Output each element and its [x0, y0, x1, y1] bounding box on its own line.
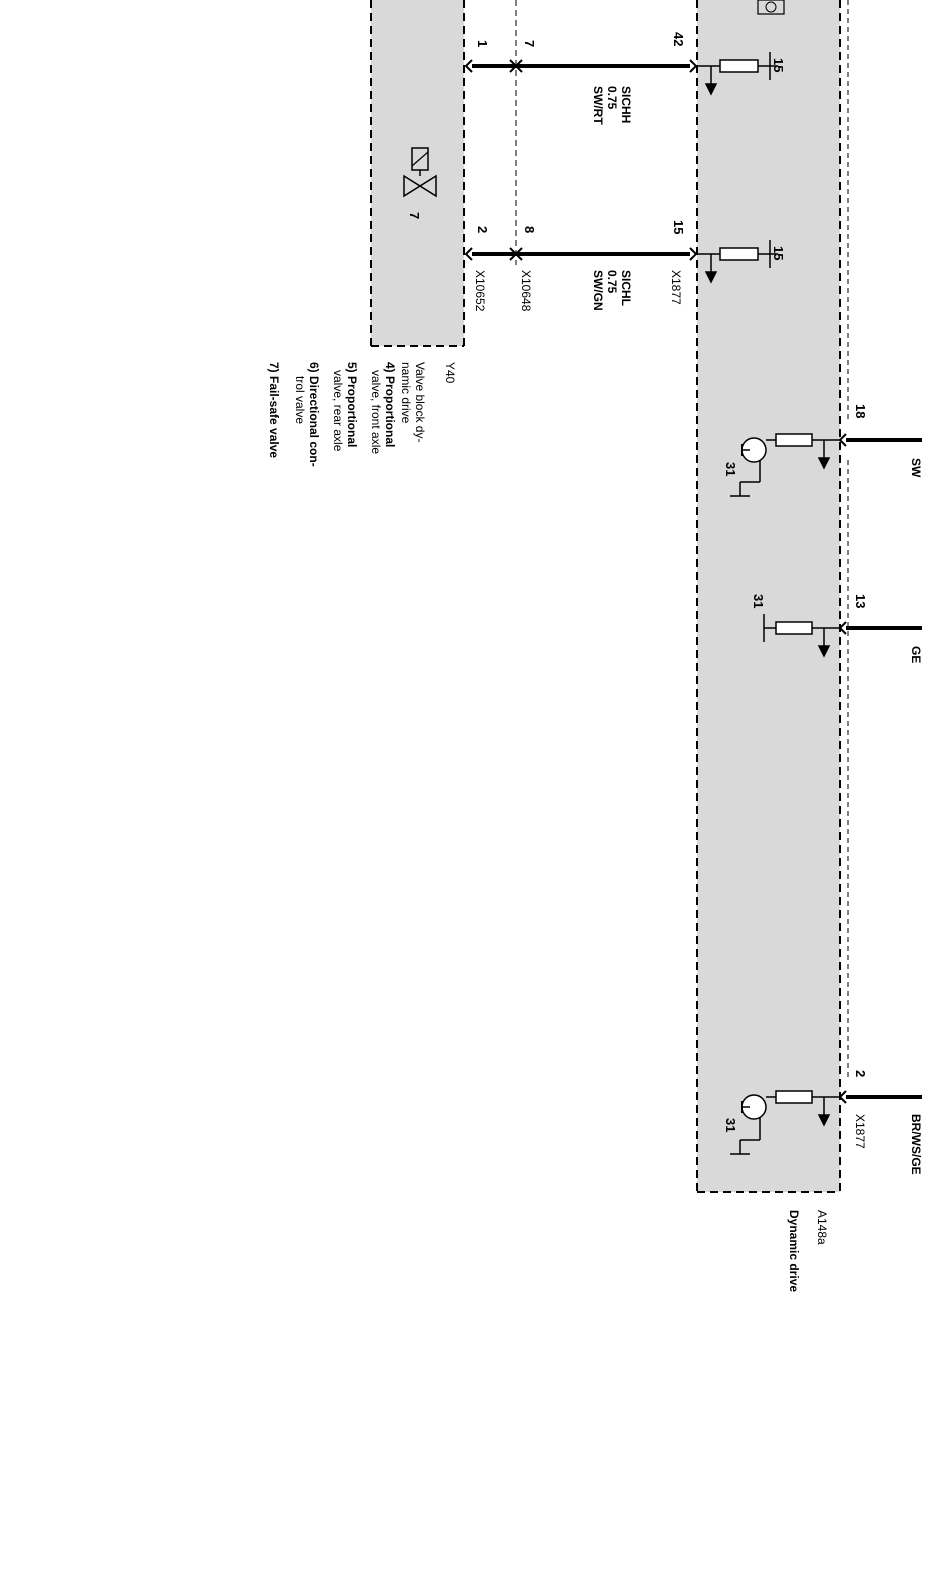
- y40-desc-line-3: 4) Proportional: [383, 362, 397, 447]
- wire-sichh-gauge: 0.75: [605, 86, 619, 110]
- pin-a148a-13: 13: [853, 594, 868, 608]
- y40-desc-line-4: valve, front axle: [369, 370, 383, 454]
- ge-resistor-circuit: [763, 614, 840, 658]
- pin-contacts: [464, 59, 847, 1104]
- a148a-name: Dynamic drive: [787, 1210, 801, 1292]
- pin-a148a-2: 2: [853, 1070, 868, 1077]
- connector-x10648: X10648: [519, 270, 533, 312]
- y40-desc-line-8: trol valve: [293, 376, 307, 424]
- sichl-supply-15: 15: [771, 246, 786, 260]
- connector-x1877-bottom: X1877: [853, 1114, 867, 1149]
- sw-ground-31: 31: [723, 462, 738, 476]
- sichl-pullup-circuit: [696, 240, 778, 284]
- y40-desc-line-1: Valve block dy-: [413, 362, 427, 442]
- sichh-pullup-circuit: [696, 52, 778, 96]
- pin-y40-1: 1: [475, 40, 490, 47]
- wire-sichl-signal: SICHL: [619, 270, 633, 306]
- y40-id: Y40: [443, 362, 457, 384]
- y40-desc-line-9: 7) Fail-safe valve: [267, 362, 281, 458]
- y40-desc-line-2: namic drive: [399, 362, 413, 424]
- pin-a148a-15: 15: [671, 220, 686, 234]
- pin-x10648-7: 7: [522, 40, 537, 47]
- connector-x10652: X10652: [473, 270, 487, 312]
- wire-sichl-color: SW/GN: [591, 270, 605, 311]
- fail-safe-valve-icon: [403, 147, 437, 198]
- pin-x10648-8: 8: [522, 226, 537, 233]
- pin-a148a-18: 18: [853, 404, 868, 418]
- wire-sichh-color: SW/RT: [591, 86, 605, 125]
- pin-y40-2: 2: [475, 226, 490, 233]
- y40-valve-block[interactable]: [370, 0, 465, 347]
- y40-desc-line-7: 6) Directional con-: [307, 362, 321, 467]
- sichh-supply-15: 15: [771, 58, 786, 72]
- a148a-id: A148a: [815, 1210, 829, 1245]
- wire-sichh-signal: SICHH: [619, 86, 633, 123]
- a148a-module[interactable]: [696, 0, 849, 1193]
- wire-sw-color: SW: [909, 458, 923, 478]
- connector-x1877-top: X1877: [669, 270, 683, 305]
- ge-ground-31: 31: [751, 594, 766, 608]
- wire-sichl-gauge: 0.75: [605, 270, 619, 294]
- br-transistor-circuit: [730, 1090, 840, 1155]
- module-reference-symbol: [757, 0, 785, 15]
- y40-valve-number: 7: [407, 212, 422, 219]
- sw-transistor-circuit: [730, 433, 840, 497]
- wire-br-color: BR/WS/GE: [909, 1114, 923, 1175]
- br-ground-31: 31: [723, 1118, 738, 1132]
- y40-desc-line-6: valve, rear axle: [331, 370, 345, 452]
- y40-desc-line-5: 5) Proportional: [345, 362, 359, 447]
- wire-ge-color: GE: [909, 646, 923, 663]
- pin-a148a-42: 42: [671, 32, 686, 46]
